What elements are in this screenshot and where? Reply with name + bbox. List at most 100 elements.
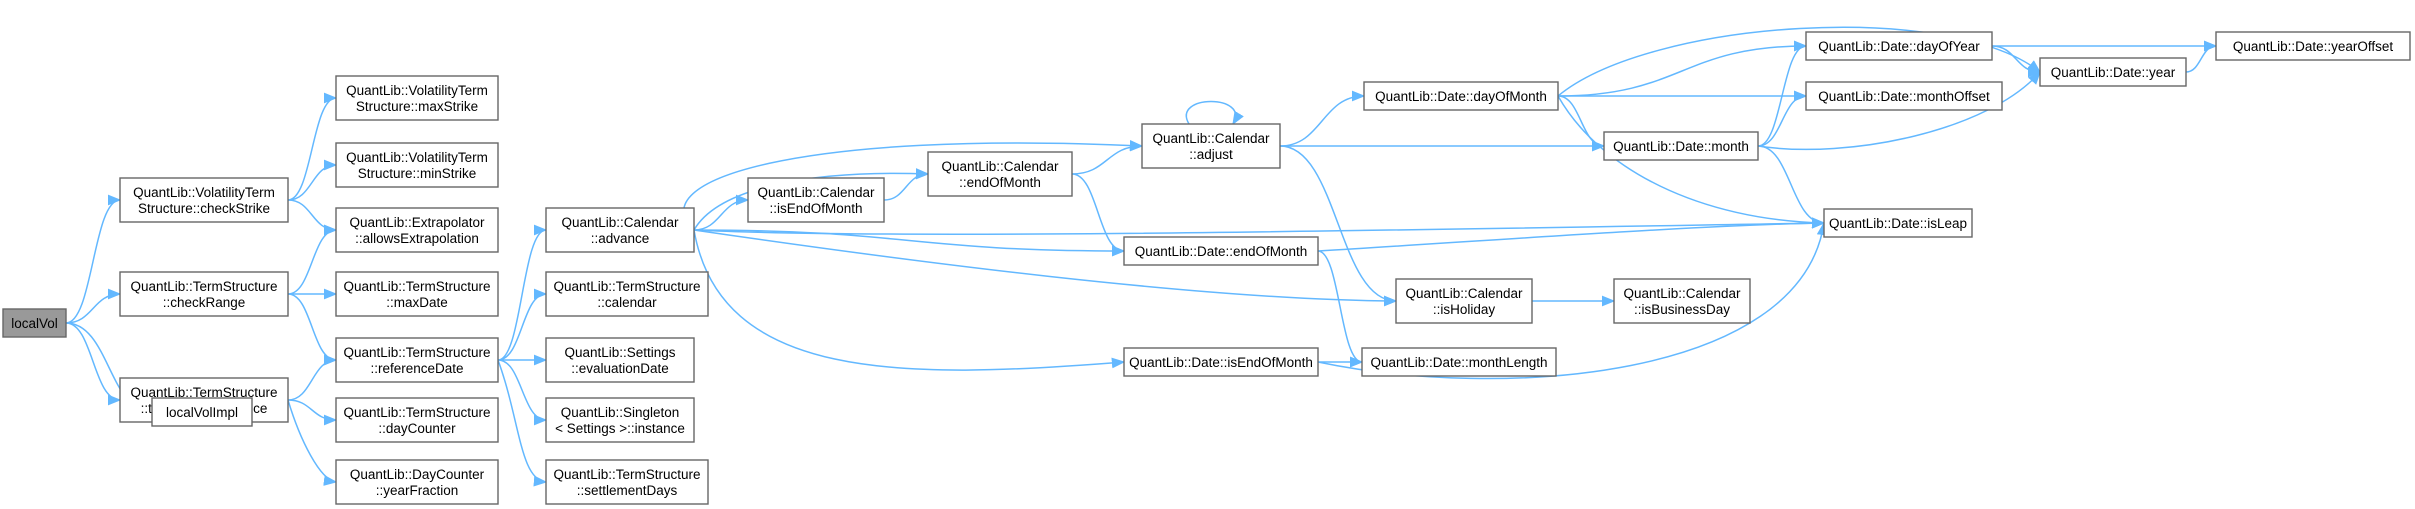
node-dateIsEndOfMonth[interactable]: QuantLib::Date::isEndOfMonth	[1123, 347, 1319, 377]
node-box	[335, 271, 499, 317]
node-label: QuantLib::TermStructure	[343, 405, 490, 420]
node-localVol[interactable]: localVol	[2, 308, 67, 338]
node-box	[545, 397, 695, 443]
node-label: ::advance	[591, 231, 650, 246]
node-box	[1123, 347, 1319, 377]
node-box	[747, 177, 885, 223]
node-tsCalendar[interactable]: QuantLib::TermStructure::calendar	[545, 271, 709, 317]
node-calIsHoliday[interactable]: QuantLib::Calendar::isHoliday	[1395, 278, 1533, 324]
node-label: QuantLib::Date::monthOffset	[1818, 89, 1990, 104]
node-label: ::yearFraction	[376, 483, 459, 498]
node-dateDayOfMonth[interactable]: QuantLib::Date::dayOfMonth	[1363, 81, 1559, 111]
node-dateDayOfYear[interactable]: QuantLib::Date::dayOfYear	[1805, 31, 1993, 61]
node-tsDayCounter[interactable]: QuantLib::TermStructure::dayCounter	[335, 397, 499, 443]
node-singletonInstance[interactable]: QuantLib::Singleton< Settings >::instanc…	[545, 397, 695, 443]
node-label: QuantLib::Date::endOfMonth	[1135, 244, 1308, 259]
node-box	[545, 207, 695, 253]
node-label: QuantLib::Date::dayOfMonth	[1375, 89, 1547, 104]
node-box	[1363, 81, 1559, 111]
node-calEndOfMonth[interactable]: QuantLib::Calendar::endOfMonth	[927, 151, 1073, 197]
node-label: ::endOfMonth	[959, 175, 1041, 190]
node-label: QuantLib::Singleton	[561, 405, 680, 420]
edge-calAdvance-to-dateIsLeap	[693, 217, 1826, 235]
edge-calAdjust-to-calAdjust	[1185, 100, 1244, 126]
node-label: QuantLib::Calendar	[1405, 286, 1523, 301]
node-vtsCheckStrike[interactable]: QuantLib::VolatilityTermStructure::check…	[119, 177, 289, 223]
edge-dateEndOfMonth-to-dateIsLeap	[1317, 217, 1826, 252]
node-label: QuantLib::Calendar	[561, 215, 679, 230]
edge-tsRefDate-to-tsSettlementDays	[497, 359, 548, 487]
node-dcYearFraction[interactable]: QuantLib::DayCounter::yearFraction	[335, 459, 499, 505]
node-dateYearOffset[interactable]: QuantLib::Date::yearOffset	[2215, 31, 2411, 61]
node-vtsMinStrike[interactable]: QuantLib::VolatilityTermStructure::minSt…	[335, 142, 499, 188]
node-calAdjust[interactable]: QuantLib::Calendar::adjust	[1141, 123, 1281, 169]
node-tsCheckRange[interactable]: QuantLib::TermStructure::checkRange	[119, 271, 289, 317]
node-label: QuantLib::Date::monthLength	[1370, 355, 1547, 370]
edge-localVol-to-tsTimeFromRef	[65, 322, 122, 406]
node-label: ::allowsExtrapolation	[355, 231, 479, 246]
node-label: ::isEndOfMonth	[769, 201, 862, 216]
node-dateMonth[interactable]: QuantLib::Date::month	[1603, 131, 1759, 161]
node-tsMaxDate[interactable]: QuantLib::TermStructure::maxDate	[335, 271, 499, 317]
edge-dateEndOfMonth-to-dateMonthLength	[1317, 250, 1364, 368]
node-calIsBusinessDay[interactable]: QuantLib::Calendar::isBusinessDay	[1613, 278, 1751, 324]
node-dateMonthOffset[interactable]: QuantLib::Date::monthOffset	[1805, 81, 2003, 111]
edge-vtsCheckStrike-to-vtsMaxStrike	[287, 92, 338, 201]
edge-vtsCheckStrike-to-vtsMinStrike	[287, 159, 338, 201]
node-box	[1123, 236, 1319, 266]
edge-dateDayOfMonth-to-dateIsLeap	[1557, 95, 1826, 229]
node-localVolImpl[interactable]: localVolImpl	[151, 397, 253, 427]
node-label: QuantLib::Calendar	[757, 185, 875, 200]
node-label: QuantLib::Calendar	[1623, 286, 1741, 301]
node-box	[2215, 31, 2411, 61]
node-box	[1395, 278, 1533, 324]
node-settingsEvalDate[interactable]: QuantLib::Settings::evaluationDate	[545, 337, 695, 383]
node-label: ::calendar	[597, 295, 657, 310]
node-box	[1805, 81, 2003, 111]
edge-tsRefDate-to-singletonInstance	[497, 359, 548, 426]
edge-localVol-to-tsCheckRange	[65, 288, 122, 324]
node-dateEndOfMonth[interactable]: QuantLib::Date::endOfMonth	[1123, 236, 1319, 266]
node-label: Structure::checkStrike	[138, 201, 270, 216]
edge-vtsCheckStrike-to-extrapAllows	[287, 199, 338, 236]
edge-tsTimeFromRef-to-dcYearFraction	[287, 399, 338, 486]
node-calAdvance[interactable]: QuantLib::Calendar::advance	[545, 207, 695, 253]
node-box	[335, 397, 499, 443]
node-label: QuantLib::Extrapolator	[349, 215, 485, 230]
edge-dateDayOfMonth-to-dateDayOfYear	[1557, 40, 1808, 97]
node-dateYear[interactable]: QuantLib::Date::year	[2039, 57, 2187, 87]
edge-dateDayOfMonth-to-dateMonth	[1557, 95, 1606, 152]
edge-dateMonth-to-dateMonthOffset	[1757, 90, 1808, 147]
node-tsSettlementDays[interactable]: QuantLib::TermStructure::settlementDays	[545, 459, 709, 505]
edge-calAdjust-to-dateDayOfMonth	[1279, 90, 1366, 147]
node-label: ::isBusinessDay	[1634, 302, 1730, 317]
edge-tsTimeFromRef-to-tsRefDate	[287, 354, 338, 401]
node-dateIsLeap[interactable]: QuantLib::Date::isLeap	[1823, 208, 1973, 238]
edge-dateMonth-to-dateDayOfYear	[1757, 40, 1808, 147]
node-box	[119, 177, 289, 223]
edge-tsCheckRange-to-extrapAllows	[287, 224, 338, 295]
edge-dateMonth-to-dateYear	[1757, 70, 2041, 151]
node-box	[335, 337, 499, 383]
node-dateMonthLength[interactable]: QuantLib::Date::monthLength	[1361, 347, 1557, 377]
node-label: ::maxDate	[386, 295, 448, 310]
node-label: QuantLib::Calendar	[941, 159, 1059, 174]
edge-tsTimeFromRef-to-tsDayCounter	[287, 399, 338, 426]
edge-tsCheckRange-to-tsRefDate	[287, 293, 338, 366]
node-extrapAllows[interactable]: QuantLib::Extrapolator::allowsExtrapolat…	[335, 207, 499, 253]
node-label: localVol	[11, 316, 58, 331]
node-label: QuantLib::TermStructure	[553, 279, 700, 294]
node-calIsEndOfMonth[interactable]: QuantLib::Calendar::isEndOfMonth	[747, 177, 885, 223]
node-box	[1805, 31, 1993, 61]
node-label: QuantLib::Calendar	[1152, 131, 1270, 146]
node-box	[151, 397, 253, 427]
node-vtsMaxStrike[interactable]: QuantLib::VolatilityTermStructure::maxSt…	[335, 75, 499, 121]
node-label: QuantLib::Date::isEndOfMonth	[1129, 355, 1313, 370]
node-box	[1613, 278, 1751, 324]
node-tsRefDate[interactable]: QuantLib::TermStructure::referenceDate	[335, 337, 499, 383]
node-label: QuantLib::TermStructure	[553, 467, 700, 482]
edge-calAdvance-to-dateIsEndOfMonth	[693, 229, 1126, 371]
node-label: ::settlementDays	[577, 483, 678, 498]
node-label: Structure::maxStrike	[356, 99, 478, 114]
nodes-layer: localVol QuantLib::VolatilityTermStructur…	[2, 31, 2411, 505]
